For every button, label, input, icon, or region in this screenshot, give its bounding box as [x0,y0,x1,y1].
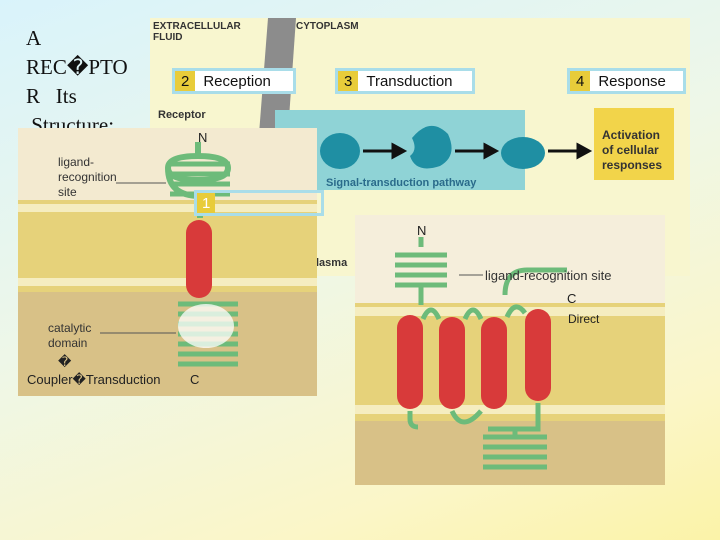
coupler-receptor-drawing: N C ligand- recognition site catalytic d… [18,128,317,396]
title-line-3: R Its [26,84,77,108]
cytoplasm-label: CYTOPLASM [296,21,359,32]
direct-receptor-figure: N ligand-recognition site C Direct [355,215,665,485]
plasma-label: lasma [316,257,348,269]
coupler-caption: Coupler�Transduction [27,372,161,387]
step-label: Response [598,72,666,90]
activation-line-1: Activation [602,128,660,142]
c-terminus-label: C [190,372,199,387]
transmembrane-helix-2 [439,317,465,409]
ligand-site-line-1: ligand- [58,155,94,169]
relay-molecule-3 [501,137,545,169]
caption-glyph: � [58,354,72,369]
membrane-lipids [18,204,317,286]
step-reception-badge: 2 Reception [172,68,296,94]
c-terminus-label: C [567,291,576,306]
n-terminus-label: N [198,130,207,145]
coupler-receptor-figure: N C ligand- recognition site catalytic d… [18,128,317,396]
step-label: Reception [203,72,271,90]
step-number: 4 [570,71,591,91]
relay-molecule-2 [410,125,452,169]
extracellular-label-2: FLUID [153,32,182,43]
catalytic-line-2: domain [48,336,87,350]
slide-title: A REC�PTO R Its Structure: [26,24,146,140]
step-number: 1 [197,193,216,213]
ligand-site-label: ligand-recognition site [485,268,611,283]
activation-line-2: of cellular [602,143,659,157]
catalytic-line-1: catalytic [48,321,91,335]
ligand-site-line-2: recognition [58,170,117,184]
ligand-binding-loops [395,237,447,305]
response-box [594,108,674,180]
ligand-site-line-3: site [58,185,77,199]
receptor-label: Receptor [158,109,206,121]
activation-line-3: responses [602,158,662,172]
extracellular-label-1: EXTRACELLULAR [153,21,242,32]
step-number: 3 [338,71,359,91]
step-label: Transduction [366,72,453,90]
step-one-badge: 1 [194,190,324,216]
pathway-arrows [363,142,593,160]
transmembrane-helix-1 [397,315,423,409]
signal-pathway-label: Signal-transduction pathway [326,177,477,189]
direct-receptor-drawing: N ligand-recognition site C Direct [355,215,665,485]
svg-text:EXTRACELLULAR FLUID: EXTRACELLULAR FLUID [153,21,244,43]
title-line-1: A [26,26,42,50]
transmembrane-helix [186,220,212,298]
title-line-2: REC�PTO [26,55,128,79]
intracellular-loops [483,427,547,470]
svg-text:catalytic domain: catalytic domain [48,321,95,350]
n-terminus-label: N [417,223,426,238]
relay-molecule-1 [320,133,360,169]
step-response-badge: 4 Response [567,68,686,94]
svg-text:ligand- recognition: ligand- recognition site [58,155,120,199]
svg-text:Activation of cellular: Activation of cellular responses [602,128,663,172]
step-number: 2 [175,71,196,91]
step-transduction-badge: 3 Transduction [335,68,475,94]
direct-caption: Direct [568,312,600,326]
transmembrane-helix-3 [481,317,507,409]
transmembrane-helix-4 [525,309,551,401]
